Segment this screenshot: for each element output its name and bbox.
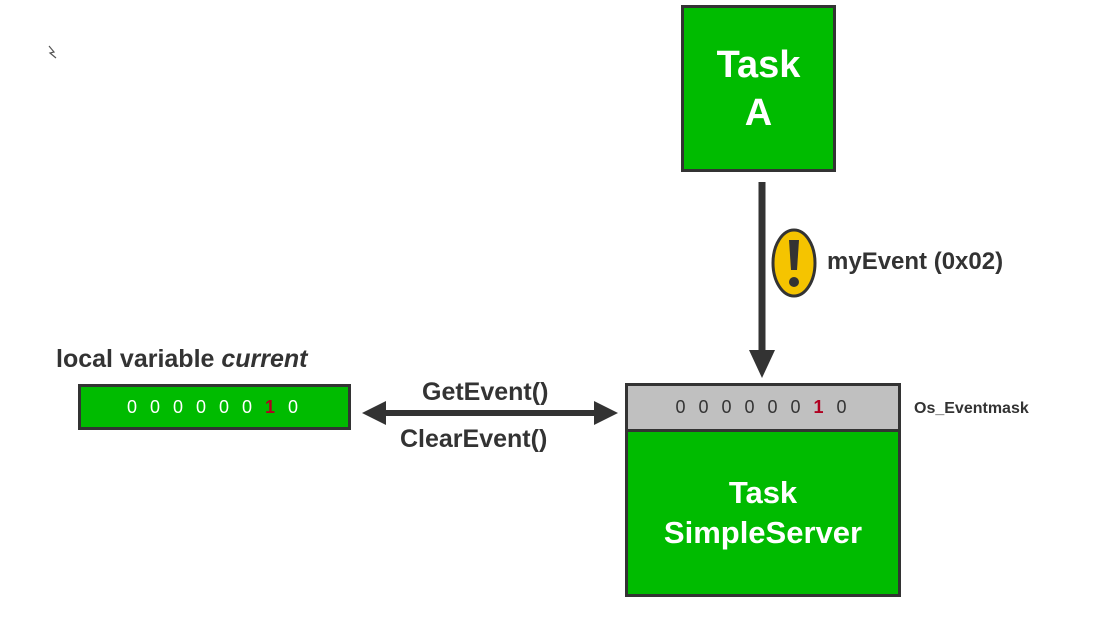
task-a-label: Task A (717, 41, 801, 137)
task-simpleserver-line1: Task (728, 475, 798, 510)
eventmask-bits-before: 0 0 0 0 0 0 (675, 397, 814, 417)
task-simpleserver-label: Task SimpleServer (664, 473, 862, 553)
local-bits-after: 0 (279, 396, 303, 417)
getevent-label: GetEvent() (422, 378, 549, 406)
task-a-line2: A (744, 91, 773, 134)
local-variable-title-plain: local variable (56, 345, 222, 373)
set-event-arrow (749, 182, 775, 378)
exclamation-icon (771, 228, 817, 298)
os-eventmask-label: Os_Eventmask (914, 400, 1029, 417)
local-bits-before: 0 0 0 0 0 0 (126, 396, 266, 417)
event-label: myEvent (0x02) (827, 248, 1004, 275)
local-bits-text: 0 0 0 0 0 0 1 0 (127, 397, 302, 418)
task-simpleserver-body: Task SimpleServer (628, 432, 898, 594)
local-variable-title: local variable current (56, 345, 308, 374)
eventmask-bits-after: 0 (827, 397, 851, 417)
task-simpleserver-box: 0 0 0 0 0 0 1 0 Task SimpleServer (625, 383, 901, 597)
eventmask-bit-set: 1 (813, 397, 828, 417)
eventmask-bits-text: 0 0 0 0 0 0 1 0 (675, 397, 850, 418)
local-variable-title-italic: current (221, 345, 308, 373)
os-eventmask-bits: 0 0 0 0 0 0 1 0 (628, 386, 898, 432)
task-a-box: Task A (681, 5, 836, 172)
clearevent-label: ClearEvent() (400, 425, 548, 453)
get-clear-event-arrow (362, 401, 618, 425)
local-variable-bits: 0 0 0 0 0 0 1 0 (78, 384, 351, 430)
task-a-line1: Task (716, 43, 801, 86)
local-bit-set: 1 (265, 396, 280, 417)
cursor-icon (48, 45, 57, 59)
task-simpleserver-line2: SimpleServer (663, 515, 863, 550)
